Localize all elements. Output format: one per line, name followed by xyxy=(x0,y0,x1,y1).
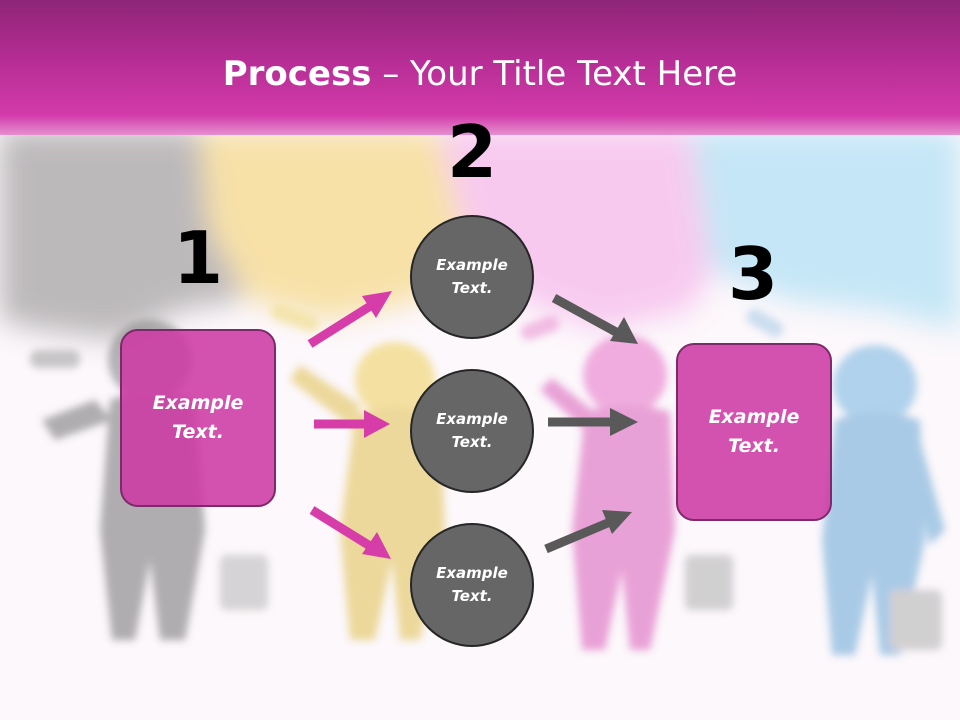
box-text-line: Example xyxy=(708,406,800,428)
box-text-line: Text. xyxy=(172,421,224,443)
step-number-1: 1 xyxy=(172,216,224,300)
slide-title: Process – Your Title Text Here xyxy=(0,52,960,96)
circle-text-line: Text. xyxy=(451,279,493,297)
box-text-line: Text. xyxy=(728,435,780,457)
circle-text-line: Example xyxy=(436,256,508,274)
step-2-circle-middle: Example Text. xyxy=(410,369,534,493)
step-number-2: 2 xyxy=(446,110,498,194)
circle-text-line: Text. xyxy=(451,433,493,451)
step-1-box: Example Text. xyxy=(120,329,276,507)
circle-text-line: Text. xyxy=(451,587,493,605)
circle-text-line: Example xyxy=(436,410,508,428)
step-2-circle-bottom: Example Text. xyxy=(410,523,534,647)
step-number-3: 3 xyxy=(727,232,779,316)
title-bold-part: Process xyxy=(222,54,372,94)
header-band xyxy=(0,0,960,135)
step-3-box: Example Text. xyxy=(676,343,832,521)
circle-text-line: Example xyxy=(436,564,508,582)
step-2-circle-top: Example Text. xyxy=(410,215,534,339)
title-rest-part: – Your Title Text Here xyxy=(371,54,738,94)
box-text-line: Example xyxy=(152,392,244,414)
